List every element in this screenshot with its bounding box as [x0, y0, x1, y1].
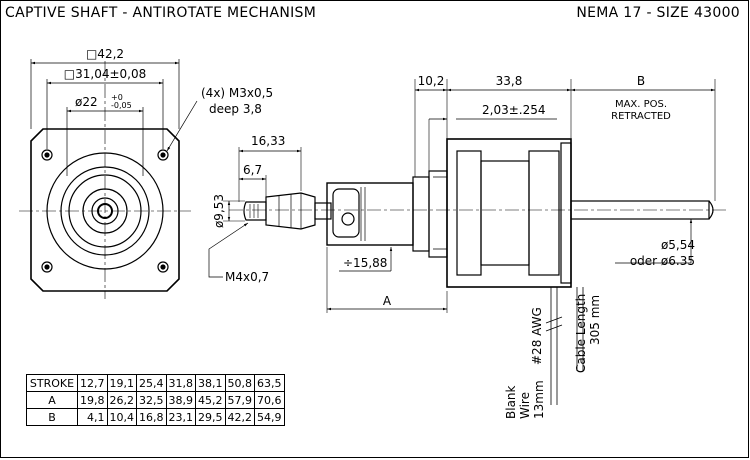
drawing-title: CAPTIVE SHAFT - ANTIROTATE MECHANISM — [5, 5, 317, 21]
row-label: STROKE — [26, 374, 78, 392]
table-cell: 29,5 — [195, 408, 226, 426]
table-cell: 10,4 — [106, 408, 137, 426]
dim-A: A — [383, 294, 392, 308]
table-cell: 25,4 — [136, 374, 167, 392]
table-cell: 42,2 — [224, 408, 255, 426]
table-cell: 54,9 — [254, 408, 285, 426]
table-cell: 32,5 — [136, 391, 167, 409]
table-cell: 23,1 — [165, 408, 196, 426]
table-cell: 45,2 — [195, 391, 226, 409]
dim-33-8: 33,8 — [496, 74, 523, 88]
mount-depth-label: deep 3,8 — [209, 102, 262, 116]
dim-16-33: 16,33 — [251, 134, 285, 148]
dim-15-88: ÷15,88 — [343, 256, 387, 270]
table-cell: 38,1 — [195, 374, 226, 392]
front-view — [19, 59, 198, 299]
row-label: A — [26, 391, 78, 409]
table-cell: 38,9 — [165, 391, 196, 409]
shaft-diameter-label: ø5,54 — [661, 238, 695, 252]
table-cell: 26,2 — [106, 391, 137, 409]
row-label: B — [26, 408, 78, 426]
dim-10-2: 10,2 — [418, 74, 445, 88]
wire-label: Wire — [518, 392, 532, 419]
table-cell: 63,5 — [254, 374, 285, 392]
blank-label: Blank — [504, 385, 518, 419]
hole-pattern-label: □31,04±0,08 — [64, 67, 146, 81]
table-cell: 19,1 — [106, 374, 137, 392]
shaft-diameter-alt-label: oder ø6.35 — [630, 254, 695, 268]
pilot-tol-upper: +0 — [111, 93, 123, 102]
pilot-tol-lower: -0,05 — [111, 101, 132, 110]
thread-label: M4x0,7 — [225, 270, 269, 284]
square-size-label: □42,2 — [86, 47, 124, 61]
cable-length-label: Cable Length — [574, 294, 588, 373]
dim-6-7: 6,7 — [243, 163, 262, 177]
side-view — [208, 79, 729, 405]
table-cell: 19,8 — [77, 391, 108, 409]
table-cell: 16,8 — [136, 408, 167, 426]
cable-length-value: 305 mm — [588, 295, 602, 345]
dim-9-53: ø9,53 — [212, 194, 226, 228]
retracted-label: RETRACTED — [611, 111, 671, 122]
table-cell: 4,1 — [77, 408, 108, 426]
table-cell: 70,6 — [254, 391, 285, 409]
motor-size-title: NEMA 17 - SIZE 43000 — [576, 5, 740, 21]
mount-holes-label: (4x) M3x0,5 — [201, 86, 273, 100]
table-cell: 31,8 — [165, 374, 196, 392]
max-pos-label: MAX. POS. — [615, 99, 667, 110]
dim-B: B — [637, 74, 645, 88]
table-cell: 12,7 — [77, 374, 108, 392]
table-cell: 50,8 — [224, 374, 255, 392]
dim-2-03: 2,03±.254 — [482, 103, 546, 117]
table-cell: 57,9 — [224, 391, 255, 409]
pilot-diameter-label: ø22 — [75, 95, 98, 109]
awg-label: #28 AWG — [530, 307, 544, 365]
blank-length-label: 13mm — [532, 380, 546, 419]
